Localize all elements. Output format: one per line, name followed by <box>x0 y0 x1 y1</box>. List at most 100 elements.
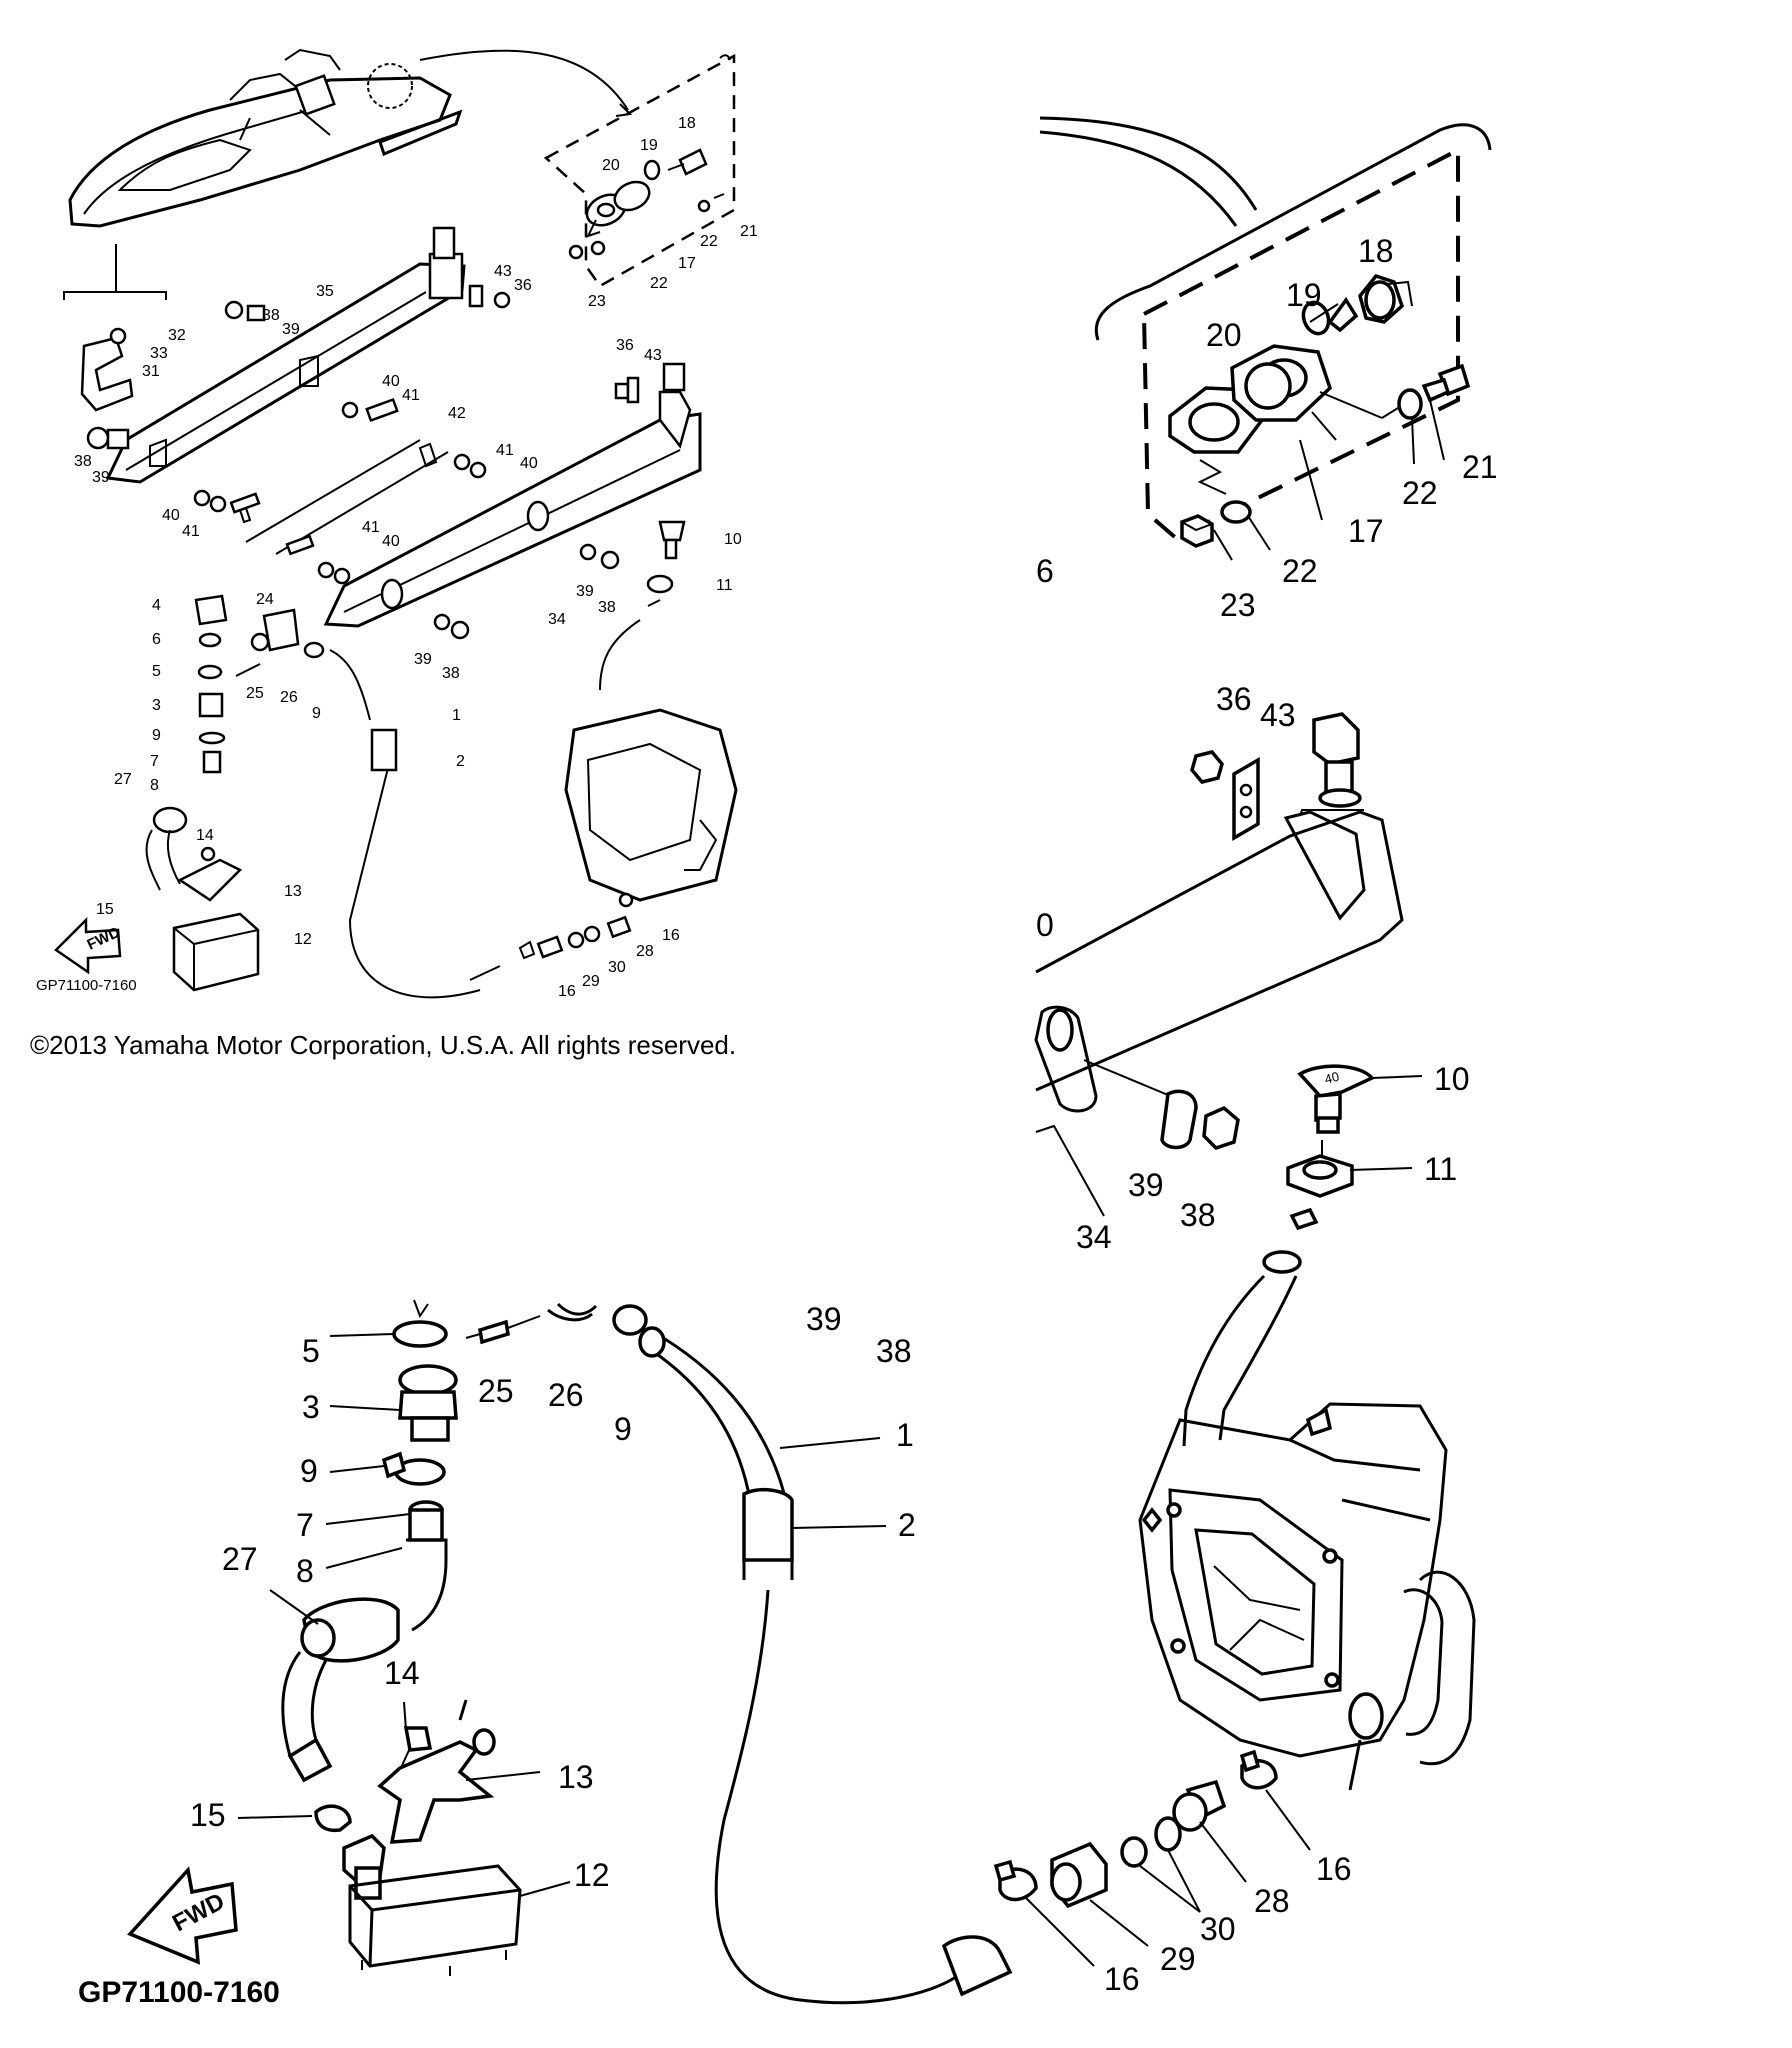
detail-callout-label-21: 21 <box>1462 449 1498 485</box>
overview-callout-label-31: 31 <box>142 363 160 380</box>
detail-callout-label-13: 13 <box>558 1759 594 1795</box>
bolt-21 <box>1421 363 1471 403</box>
clamp-16a <box>1239 1749 1311 1851</box>
overview-callout-label-36: 36 <box>616 337 634 354</box>
detail-callout-label-36: 36 <box>1216 681 1252 717</box>
washer-22b <box>1220 500 1252 524</box>
spacer-39 <box>1160 1089 1198 1150</box>
washer-30a <box>1154 1816 1182 1852</box>
overview-callout-label-24: 24 <box>256 591 274 608</box>
valve-18 <box>1327 273 1413 333</box>
overview-callout-label-34: 34 <box>548 611 566 628</box>
overview-callout-label-12: 12 <box>294 931 312 948</box>
pipe-7-8 <box>325 1500 448 1632</box>
overview-callout-labels: 1819201722212223433635383932333136434041… <box>74 115 758 1000</box>
overview-diagram-code: GP71100-7160 <box>36 977 137 994</box>
detail-exhaust-view: 40 <box>1034 712 1423 1231</box>
clamp-16b <box>993 1859 1095 1967</box>
overview-callout-label-38: 38 <box>442 665 460 682</box>
overview-callout-label-22: 22 <box>650 275 668 292</box>
detail-callout-label-9: 9 <box>300 1453 318 1489</box>
clip-15 <box>237 1804 352 1833</box>
overview-callout-label-26: 26 <box>280 689 298 706</box>
nut-11 <box>1286 1154 1413 1231</box>
hose-1-2 <box>638 1326 1013 2005</box>
overview-callout-label-4: 4 <box>152 597 161 614</box>
overview-callout-label-29: 29 <box>582 973 600 990</box>
overview-callout-label-41: 41 <box>362 519 380 536</box>
cap-knob <box>1312 712 1362 808</box>
overview-callout-label-16: 16 <box>662 927 680 944</box>
fitting-29 <box>1050 1841 1149 1947</box>
overview-callout-label-43: 43 <box>494 263 512 280</box>
overview-callout-label-9: 9 <box>152 727 161 744</box>
diagram-code: GP71100-7160 <box>78 1976 280 2009</box>
overview-callout-label-20: 20 <box>602 157 620 174</box>
connector-28 <box>1172 1779 1247 1883</box>
detail-callout-label-16: 16 <box>1316 1851 1352 1887</box>
detail-breather-view <box>1039 116 1492 561</box>
clamp-9b <box>329 1451 446 1486</box>
overview-callout-label-1: 1 <box>452 707 461 724</box>
detail-callout-label-14: 14 <box>384 1655 420 1691</box>
fwd-arrow: FWD <box>127 1866 238 1965</box>
overview-callout-label-22: 22 <box>700 233 718 250</box>
detail-callout-label-30: 30 <box>1200 1911 1236 1947</box>
detail-callout-label-12: 12 <box>574 1857 610 1893</box>
detail-callout-label-10: 10 <box>1434 1061 1470 1097</box>
detail-callout-label-16: 16 <box>1104 1961 1140 1997</box>
overview-callout-label-13: 13 <box>284 883 302 900</box>
nut-23 <box>1180 514 1214 548</box>
overview-callout-label-39: 39 <box>282 321 300 338</box>
detail-callout-label-6: 6 <box>1036 553 1054 589</box>
overview-fwd-arrow: FWD <box>54 916 123 975</box>
copyright-notice: ©2013 Yamaha Motor Corporation, U.S.A. A… <box>30 1030 737 1060</box>
overview-callout-label-36: 36 <box>514 277 532 294</box>
overview-callout-label-8: 8 <box>150 777 159 794</box>
overview-drain-parts <box>145 594 325 992</box>
overview-callout-label-27: 27 <box>114 771 132 788</box>
overview-callout-label-38: 38 <box>262 307 280 324</box>
overview-callout-label-10: 10 <box>724 531 742 548</box>
clamp-26 <box>547 1308 593 1322</box>
overview-callout-label-3: 3 <box>152 697 161 714</box>
detail-callout-label-29: 29 <box>1160 1941 1196 1977</box>
overview-bracket-35 <box>105 226 511 484</box>
detail-callout-label-8: 8 <box>296 1553 314 1589</box>
detail-drain-view: FWD GP71100-7160 <box>78 233 1498 2009</box>
detail-callout-label-17: 17 <box>1348 513 1384 549</box>
overview-callout-label-35: 35 <box>316 283 334 300</box>
overview-callout-label-17: 17 <box>678 255 696 272</box>
overview-callout-label-39: 39 <box>92 469 110 486</box>
detail-callout-label-15: 15 <box>190 1797 226 1833</box>
overview-callout-label-19: 19 <box>640 137 658 154</box>
o-ring-5 <box>329 1320 448 1348</box>
overview-callout-label-39: 39 <box>414 651 432 668</box>
detail-callout-label-38: 38 <box>876 1333 912 1369</box>
overview-callout-label-5: 5 <box>152 663 161 680</box>
overview-pump <box>329 520 738 999</box>
overview-callout-label-15: 15 <box>96 901 114 918</box>
overview-callout-label-2: 2 <box>456 753 465 770</box>
watercraft-hull-illustration <box>63 48 633 300</box>
overview-callout-label-33: 33 <box>150 345 168 362</box>
pin-25 <box>465 1315 541 1345</box>
overview-callout-label-32: 32 <box>168 327 186 344</box>
overview-diagram: FWD GP71100-7160 18192017222122234336353… <box>36 48 758 1000</box>
overview-callout-label-41: 41 <box>402 387 420 404</box>
overview-callout-label-28: 28 <box>636 943 654 960</box>
detail-callout-label-5: 5 <box>302 1333 320 1369</box>
exhaust-pipe-34 <box>1034 809 1404 1217</box>
overview-callout-label-16: 16 <box>558 983 576 1000</box>
detail-callout-label-25: 25 <box>478 1373 514 1409</box>
overview-callout-label-23: 23 <box>588 293 606 310</box>
detail-callout-label-27: 27 <box>222 1541 258 1577</box>
overview-callout-label-30: 30 <box>608 959 626 976</box>
flange-17 <box>1197 344 1337 495</box>
svg-text:40: 40 <box>1323 1069 1341 1087</box>
detail-callout-label-20: 20 <box>1206 317 1242 353</box>
detail-callout-label-38: 38 <box>1180 1197 1216 1233</box>
detail-callout-label-2: 2 <box>898 1507 916 1543</box>
overview-callout-label-40: 40 <box>382 533 400 550</box>
